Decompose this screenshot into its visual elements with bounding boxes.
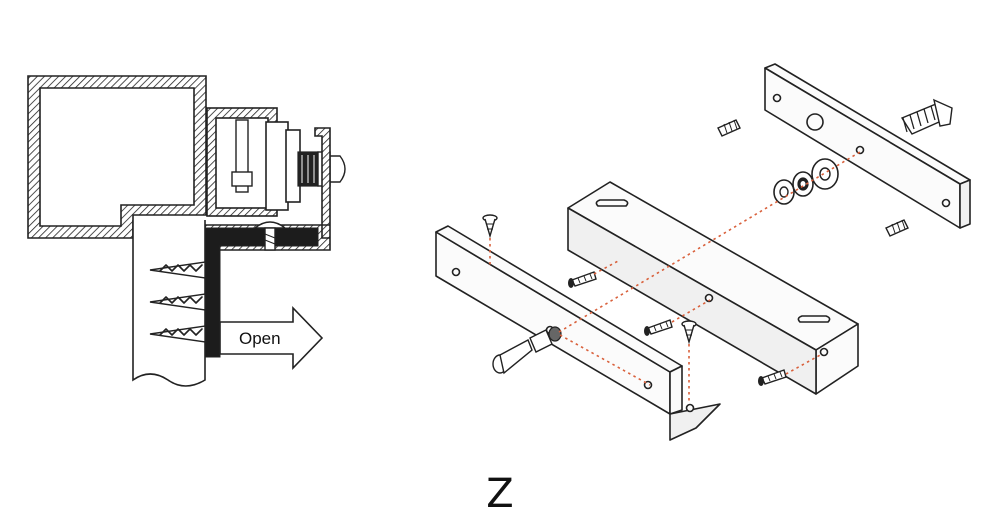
- plate-screw: [253, 221, 287, 251]
- z-bracket-middle: [567, 181, 859, 395]
- screw-top-left: [482, 214, 498, 239]
- magnetic-lock-housing: [206, 107, 301, 217]
- lock-mounting-plate: [764, 63, 971, 229]
- screw-middle-left: [568, 271, 597, 288]
- door-frame-profile: [27, 75, 207, 239]
- open-arrow: Open: [219, 306, 324, 370]
- small-dowel-pin-top: [717, 119, 741, 137]
- wood-screws: [149, 261, 206, 343]
- section-view: Open: [27, 75, 346, 387]
- small-dowel-pin-bottom: [885, 219, 909, 237]
- screw-bottom-right: [758, 369, 787, 386]
- pin-bolt-with-sleeve: [492, 326, 562, 375]
- open-arrow-label: Open: [239, 329, 281, 348]
- washer-set: [773, 158, 839, 205]
- screw-vertical: [681, 320, 697, 345]
- l-bracket-left: [435, 225, 721, 441]
- alignment-guides: [489, 151, 861, 404]
- exploded-view: [435, 63, 971, 441]
- countersunk-bolt: [900, 98, 953, 135]
- screw-middle: [644, 319, 673, 336]
- figure-caption: Z: [486, 471, 514, 517]
